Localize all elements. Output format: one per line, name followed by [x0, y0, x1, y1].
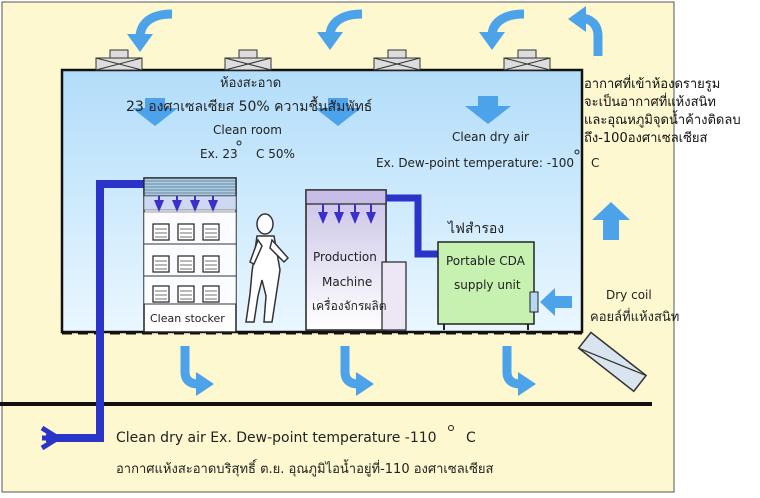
supply-line-thai: อากาศแห้งสะอาดบริสุทธิ์ ต.ย. อุณภูมิไอน้…	[116, 462, 494, 477]
down-arrow-icon	[132, 98, 178, 126]
return-arrow-icon	[340, 346, 359, 389]
degree-symbol	[574, 149, 580, 155]
degree-symbol	[236, 140, 242, 146]
machine-label-line1: Production	[313, 250, 377, 264]
cda-supply-pipe	[46, 180, 146, 442]
supply-line-unit: C	[466, 430, 476, 446]
airflow-arrow-icon	[568, 6, 586, 32]
clean-dry-air-unit: C	[591, 156, 600, 170]
clean-stocker	[143, 177, 237, 333]
wafer-cassette-slots	[155, 228, 217, 300]
room-title-english: Clean room	[213, 123, 282, 137]
room-example-rest: C 50%	[256, 147, 295, 161]
down-arrow-icon	[465, 96, 511, 124]
up-arrow-icon	[592, 202, 630, 240]
ceiling-filter-unit	[503, 49, 551, 71]
left-arrow-icon	[540, 288, 572, 316]
portable-cda-unit	[437, 241, 535, 325]
operator-figure-icon	[245, 213, 290, 323]
return-arrow-icon	[502, 346, 521, 389]
return-arrow-icon	[196, 372, 214, 396]
clean-dry-air-label: Clean dry air	[452, 130, 529, 144]
room-condition-thai: 23 องศาเซลเซียส 50% ความชื้นสัมพัทธ์	[126, 99, 373, 115]
machine-label-line2: Machine	[322, 275, 373, 289]
degree-symbol	[448, 425, 454, 431]
side-note-line: ถึง-100องศาเซลเซียส	[584, 131, 708, 146]
room-example: Ex. 23	[200, 147, 238, 161]
return-arrow-icon	[180, 346, 199, 389]
airflow-arrow-icon	[479, 32, 505, 50]
room-title-thai: ห้องสะอาด	[220, 76, 282, 91]
side-note-line: และอุณหภูมิจุดน้ำค้างติดลบ	[584, 113, 741, 128]
supply-line-english: Clean dry air Ex. Dew-point temperature …	[116, 430, 437, 446]
dry-coil	[577, 331, 648, 393]
side-note-line: อากาศที่เข้าห้องดรายรูม	[584, 77, 721, 92]
airflow-arrow-icon	[127, 34, 153, 52]
ceiling-filter-unit	[224, 49, 272, 71]
return-arrow-icon	[518, 372, 536, 396]
backup-power-thai: ไฟสำรอง	[448, 221, 505, 237]
side-note-line: จะเป็นอากาศที่แห้งสนิท	[584, 95, 716, 110]
cda-unit-label-line2: supply unit	[454, 278, 521, 292]
down-arrow-icon	[315, 98, 361, 126]
airflow-arrow-icon	[317, 32, 343, 50]
clean-stocker-label: Clean stocker	[150, 312, 225, 325]
wafer-cassette	[152, 223, 220, 303]
cda-connection-pipe	[386, 194, 438, 258]
return-arrow-icon	[356, 372, 374, 396]
ceiling-filter-unit	[373, 49, 421, 71]
cda-unit-port	[529, 291, 539, 313]
clean-dry-air-dew-point: Ex. Dew-point temperature: -100	[376, 156, 575, 170]
dry-coil-label: Dry coil	[606, 288, 652, 302]
machine-label-thai: เครื่องจักรผลิต	[312, 299, 387, 313]
ceiling-filter-unit	[95, 49, 143, 71]
side-note: อากาศที่เข้าห้องดรายรูม จะเป็นอากาศที่แห…	[584, 76, 741, 148]
production-machine	[305, 189, 407, 331]
dry-coil-label-thai: คอยล์ที่แห้งสนิท	[590, 310, 680, 325]
cda-unit-label-line1: Portable CDA	[446, 254, 525, 268]
